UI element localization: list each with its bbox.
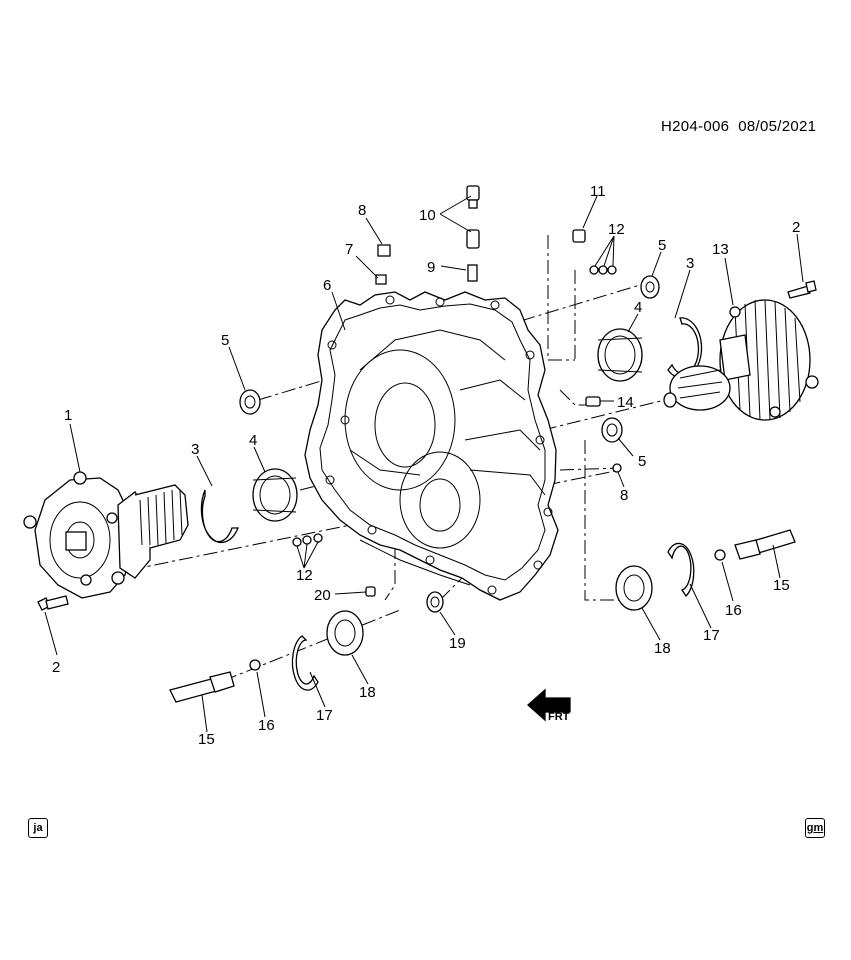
bolt-top-right bbox=[787, 280, 817, 299]
leader-lines bbox=[44, 195, 804, 733]
gm-logo-icon: gm bbox=[805, 818, 825, 838]
reference-date: 08/05/2021 bbox=[738, 118, 817, 135]
callout-5: 5 bbox=[638, 453, 646, 470]
callout-2: 2 bbox=[792, 219, 800, 236]
left-cover-gear-assembly bbox=[23, 471, 189, 599]
callout-15: 15 bbox=[773, 577, 790, 594]
bolt-lower-left bbox=[37, 595, 69, 611]
shaft-right bbox=[734, 529, 796, 560]
reference-code: H204-006 bbox=[661, 118, 730, 135]
seal-top-right bbox=[640, 275, 660, 299]
callout-18: 18 bbox=[654, 640, 671, 657]
plug-20 bbox=[365, 586, 376, 597]
snap-ring-left bbox=[200, 489, 239, 544]
seal-middle-right bbox=[601, 417, 623, 443]
callout-16: 16 bbox=[725, 602, 742, 619]
shaft-left bbox=[169, 671, 235, 703]
check-ball-right bbox=[714, 549, 726, 561]
plug-11 bbox=[572, 229, 586, 243]
callout-20: 20 bbox=[314, 587, 331, 604]
callout-8: 8 bbox=[620, 487, 628, 504]
artist-initials-text: ja bbox=[33, 822, 43, 834]
callout-18: 18 bbox=[359, 684, 376, 701]
right-gear-assembly bbox=[663, 299, 819, 421]
callout-7: 7 bbox=[345, 241, 353, 258]
callout-5: 5 bbox=[221, 332, 229, 349]
plug-top bbox=[375, 244, 391, 285]
callout-8: 8 bbox=[358, 202, 366, 219]
seal-19 bbox=[426, 591, 444, 613]
callout-11: 11 bbox=[590, 183, 606, 200]
bearing-left bbox=[326, 610, 364, 656]
callout-9: 9 bbox=[427, 259, 435, 276]
bearing-race-left bbox=[252, 468, 298, 522]
transmission-housing bbox=[304, 291, 559, 601]
front-direction-label: FRT bbox=[548, 711, 570, 723]
callout-1: 1 bbox=[64, 407, 72, 424]
callout-14: 14 bbox=[617, 394, 634, 411]
callout-12: 12 bbox=[296, 567, 313, 584]
callout-6: 6 bbox=[323, 277, 331, 294]
bearing-race-right bbox=[597, 328, 643, 382]
callout-4: 4 bbox=[634, 299, 642, 316]
artist-initials-icon: ja bbox=[28, 818, 48, 838]
callout-5: 5 bbox=[658, 237, 666, 254]
snap-ring-right bbox=[667, 317, 703, 379]
diagram-reference: H204-006 08/05/2021 bbox=[661, 118, 816, 135]
callout-numbers: 1 2 2 3 3 4 4 5 5 5 6 7 8 8 9 10 11 12 1… bbox=[52, 183, 800, 748]
plug-8-right bbox=[612, 463, 622, 473]
callout-2: 2 bbox=[52, 659, 60, 676]
bearing-right bbox=[615, 565, 653, 611]
dowel-pins bbox=[466, 185, 480, 282]
callout-3: 3 bbox=[686, 255, 694, 272]
callout-3: 3 bbox=[191, 441, 199, 458]
front-arrow-icon: FRT bbox=[527, 688, 571, 723]
gm-logo-text: gm bbox=[806, 822, 824, 834]
callout-16: 16 bbox=[258, 717, 275, 734]
callout-12: 12 bbox=[608, 221, 625, 238]
seal-left bbox=[239, 389, 261, 415]
callout-13: 13 bbox=[712, 241, 729, 258]
callout-17: 17 bbox=[316, 707, 333, 724]
callout-15: 15 bbox=[198, 731, 215, 748]
small-plugs-top bbox=[589, 265, 617, 275]
snap-ring-17-right bbox=[667, 542, 695, 598]
callout-17: 17 bbox=[703, 627, 720, 644]
callout-10: 10 bbox=[419, 207, 436, 224]
pin-14 bbox=[585, 396, 601, 407]
callout-19: 19 bbox=[449, 635, 466, 652]
callout-4: 4 bbox=[249, 432, 257, 449]
check-ball-left bbox=[249, 659, 261, 671]
